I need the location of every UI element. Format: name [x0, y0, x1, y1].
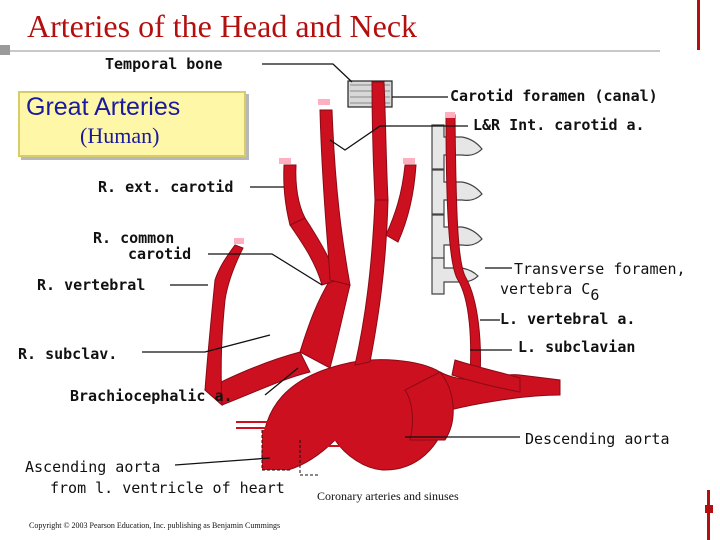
label-vertebra-text: vertebra C	[500, 280, 591, 298]
coronary-caption: Coronary arteries and sinuses	[317, 489, 459, 503]
artery-tips	[234, 99, 455, 244]
heart-dashed-outline	[261, 430, 318, 476]
label-carotid-foramen: Carotid foramen (canal)	[450, 87, 658, 105]
label-vertebra-subscript: 6	[590, 286, 600, 304]
badge-subtitle: (Human)	[80, 123, 160, 148]
great-arteries-badge: Great Arteries (Human)	[18, 91, 246, 157]
label-r-vertebral: R. vertebral	[37, 276, 146, 294]
corner-bar-bottom	[707, 490, 710, 540]
label-brachiocephalic: Brachiocephalic a.	[70, 387, 233, 405]
label-int-carotid: L&R Int. carotid a.	[473, 116, 645, 134]
copyright-notice: Copyright © 2003 Pearson Education, Inc.…	[29, 521, 281, 530]
label-common-carotid-1: R. common	[93, 229, 175, 247]
slide-title: Arteries of the Head and Neck	[27, 8, 418, 44]
label-ascending-aorta-1: Ascending aorta	[25, 458, 161, 476]
corner-bar-top	[697, 0, 700, 50]
badge-title: Great Arteries	[26, 93, 181, 121]
ascending-aorta-stub	[236, 421, 350, 447]
temporal-bone-block	[347, 80, 393, 108]
arterial-tree	[204, 81, 561, 471]
label-transverse-foramen: Transverse foramen,	[514, 260, 686, 278]
corner-marker	[705, 505, 713, 513]
label-l-vertebral: L. vertebral a.	[500, 310, 636, 328]
label-ascending-aorta-2: from l. ventricle of heart	[50, 479, 285, 497]
label-temporal-bone: Temporal bone	[105, 55, 223, 73]
label-l-subclavian: L. subclavian	[518, 338, 636, 356]
label-descending-aorta: Descending aorta	[525, 430, 670, 448]
label-r-subclav: R. subclav.	[18, 345, 118, 363]
leader-lines	[142, 63, 520, 466]
title-rule	[10, 50, 660, 52]
rule-end-marker	[0, 45, 10, 55]
label-ext-carotid: R. ext. carotid	[98, 178, 234, 196]
label-common-carotid-2: carotid	[128, 245, 192, 263]
label-vertebra: vertebra C6	[500, 280, 599, 303]
